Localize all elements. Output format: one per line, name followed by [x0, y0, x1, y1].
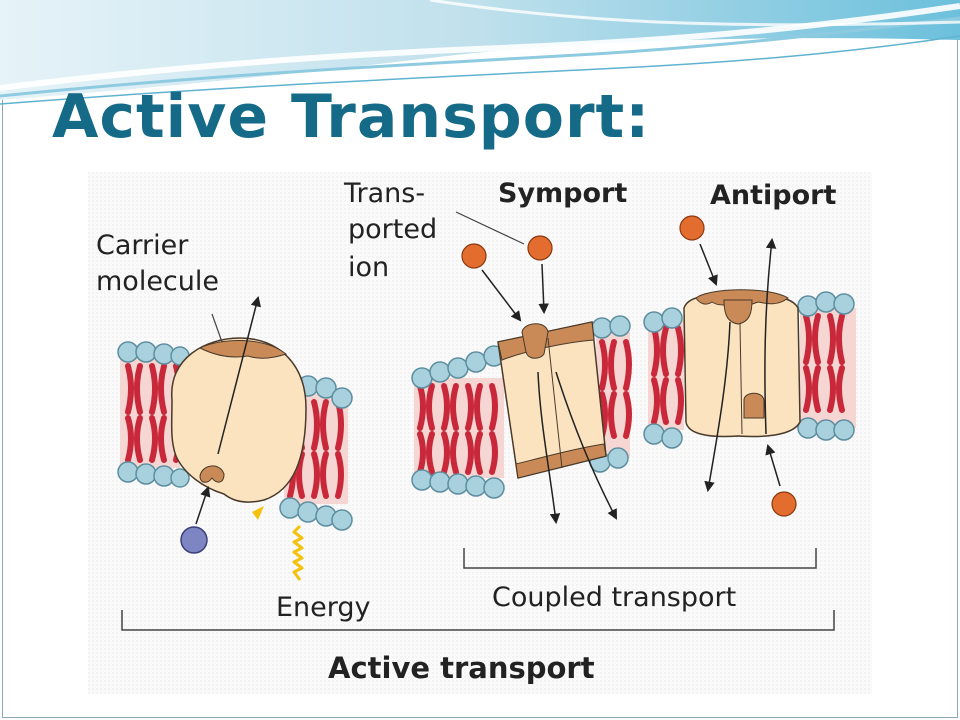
antiport-label: Antiport [710, 180, 836, 211]
carrier-label-2: molecule [96, 266, 219, 297]
energy-squiggle [292, 524, 304, 581]
transported-label-1: Trans- [343, 178, 425, 209]
antiport-arrow-in [699, 243, 718, 286]
active-transport-label: Active transport [328, 651, 595, 685]
transport-diagram: Carrier molecule Trans- ported ion Sympo… [88, 172, 872, 694]
symport-label: Symport [498, 178, 627, 209]
symport-ion-left [461, 243, 487, 269]
symport-membrane [411, 315, 632, 499]
symport-ion-right [527, 235, 553, 261]
antiport-protein [683, 237, 801, 493]
active-bracket [121, 610, 835, 631]
antiport-ion-top [679, 215, 705, 241]
transported-pointer [455, 211, 525, 245]
blue-ion-arrow [195, 486, 211, 525]
symport-arrow-right [538, 263, 549, 315]
antiport-ion-bottom [771, 491, 797, 517]
antiport-arrow-out [765, 443, 781, 487]
header-wave [0, 0, 960, 105]
carrier-label-1: Carrier [96, 230, 189, 261]
slide-title: Active Transport: [52, 82, 651, 152]
carrier-pointer [211, 313, 223, 343]
energy-label: Energy [276, 592, 371, 623]
symport-protein [497, 321, 617, 525]
symport-arrow-left [481, 269, 522, 322]
transported-label-2: ported [348, 214, 437, 245]
coupled-bracket [463, 548, 817, 569]
transported-label-3: ion [348, 252, 389, 283]
blue-ion [180, 526, 208, 554]
carrier-protein [170, 295, 307, 503]
antiport-membrane [643, 291, 856, 449]
coupled-transport-label: Coupled transport [492, 582, 736, 613]
energy-arrowhead [252, 506, 264, 520]
